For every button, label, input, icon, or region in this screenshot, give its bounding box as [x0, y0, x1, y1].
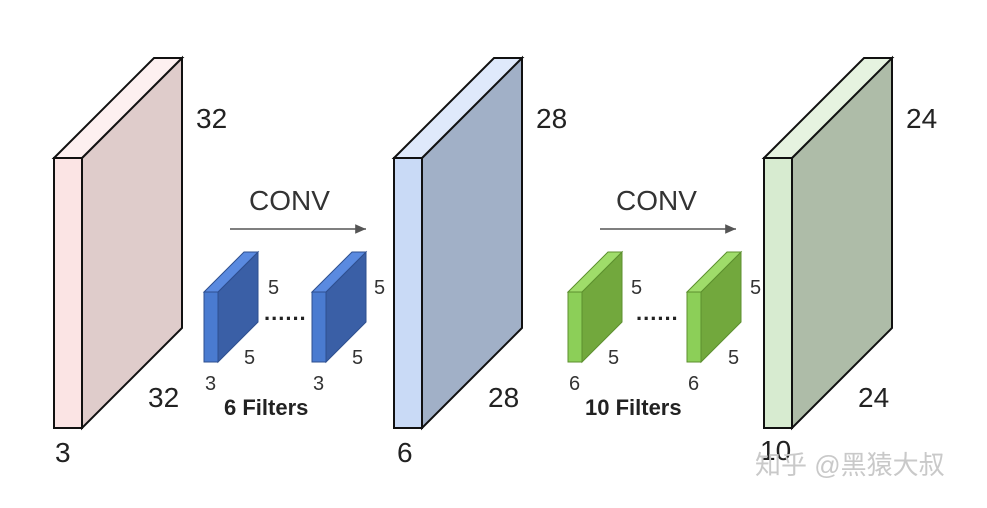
conv-op-2-label: CONV — [616, 185, 697, 216]
filter-1a-width-label: 5 — [244, 347, 255, 369]
volume-input-depth-label: 3 — [55, 437, 71, 468]
filter-1a-height-label: 5 — [268, 277, 279, 299]
volume-conv1-front — [393, 157, 423, 429]
conv-op-2-filters-label: 10 Filters — [585, 395, 682, 420]
volume-conv2-width-label: 24 — [858, 382, 889, 413]
volume-conv2-height-label: 24 — [906, 103, 937, 134]
filter-2a — [566, 250, 624, 364]
volume-conv2-depth-label: 10 — [760, 435, 791, 466]
filter-1-ellipsis: ...... — [264, 300, 307, 325]
filter-2a-depth-label: 6 — [569, 373, 580, 395]
volume-conv1-depth-label: 6 — [397, 437, 413, 468]
filter-1b-height-label: 5 — [374, 277, 385, 299]
conv-op-1-label: CONV — [249, 185, 330, 216]
filter-1a-depth-label: 3 — [205, 373, 216, 395]
filter-1a — [202, 250, 260, 364]
filter-2b-depth-label: 6 — [688, 373, 699, 395]
volume-conv2-output: 24 24 10 — [760, 55, 937, 466]
filter-2b-width-label: 5 — [728, 347, 739, 369]
volume-conv2-front — [763, 157, 793, 429]
conv-op-1-filters-label: 6 Filters — [224, 395, 308, 420]
filter-2a-width-label: 5 — [608, 347, 619, 369]
volume-conv1-output: 28 28 6 — [391, 55, 567, 468]
volume-conv1-height-label: 28 — [536, 103, 567, 134]
filter-1b — [310, 250, 368, 364]
conv-op-2: CONV 5 5 6 ...... 5 5 6 10 Filters — [566, 185, 761, 420]
volume-input-front — [53, 157, 83, 429]
filter-2-ellipsis: ...... — [636, 300, 679, 325]
filter-1b-width-label: 5 — [352, 347, 363, 369]
volume-conv1-side — [421, 55, 523, 431]
volume-input: 32 32 3 — [51, 55, 227, 468]
filter-2b-height-label: 5 — [750, 277, 761, 299]
filter-1b-depth-label: 3 — [313, 373, 324, 395]
volume-input-height-label: 32 — [196, 103, 227, 134]
filter-2a-height-label: 5 — [631, 277, 642, 299]
volume-conv2-side — [791, 55, 893, 431]
volume-input-side — [81, 55, 183, 431]
filter-2b — [685, 250, 743, 364]
volume-conv1-width-label: 28 — [488, 382, 519, 413]
watermark: 知乎 @黑猿大叔 — [755, 450, 945, 480]
conv-op-1: CONV 5 5 3 ...... 5 5 3 6 Filters — [202, 185, 385, 420]
volume-input-width-label: 32 — [148, 382, 179, 413]
